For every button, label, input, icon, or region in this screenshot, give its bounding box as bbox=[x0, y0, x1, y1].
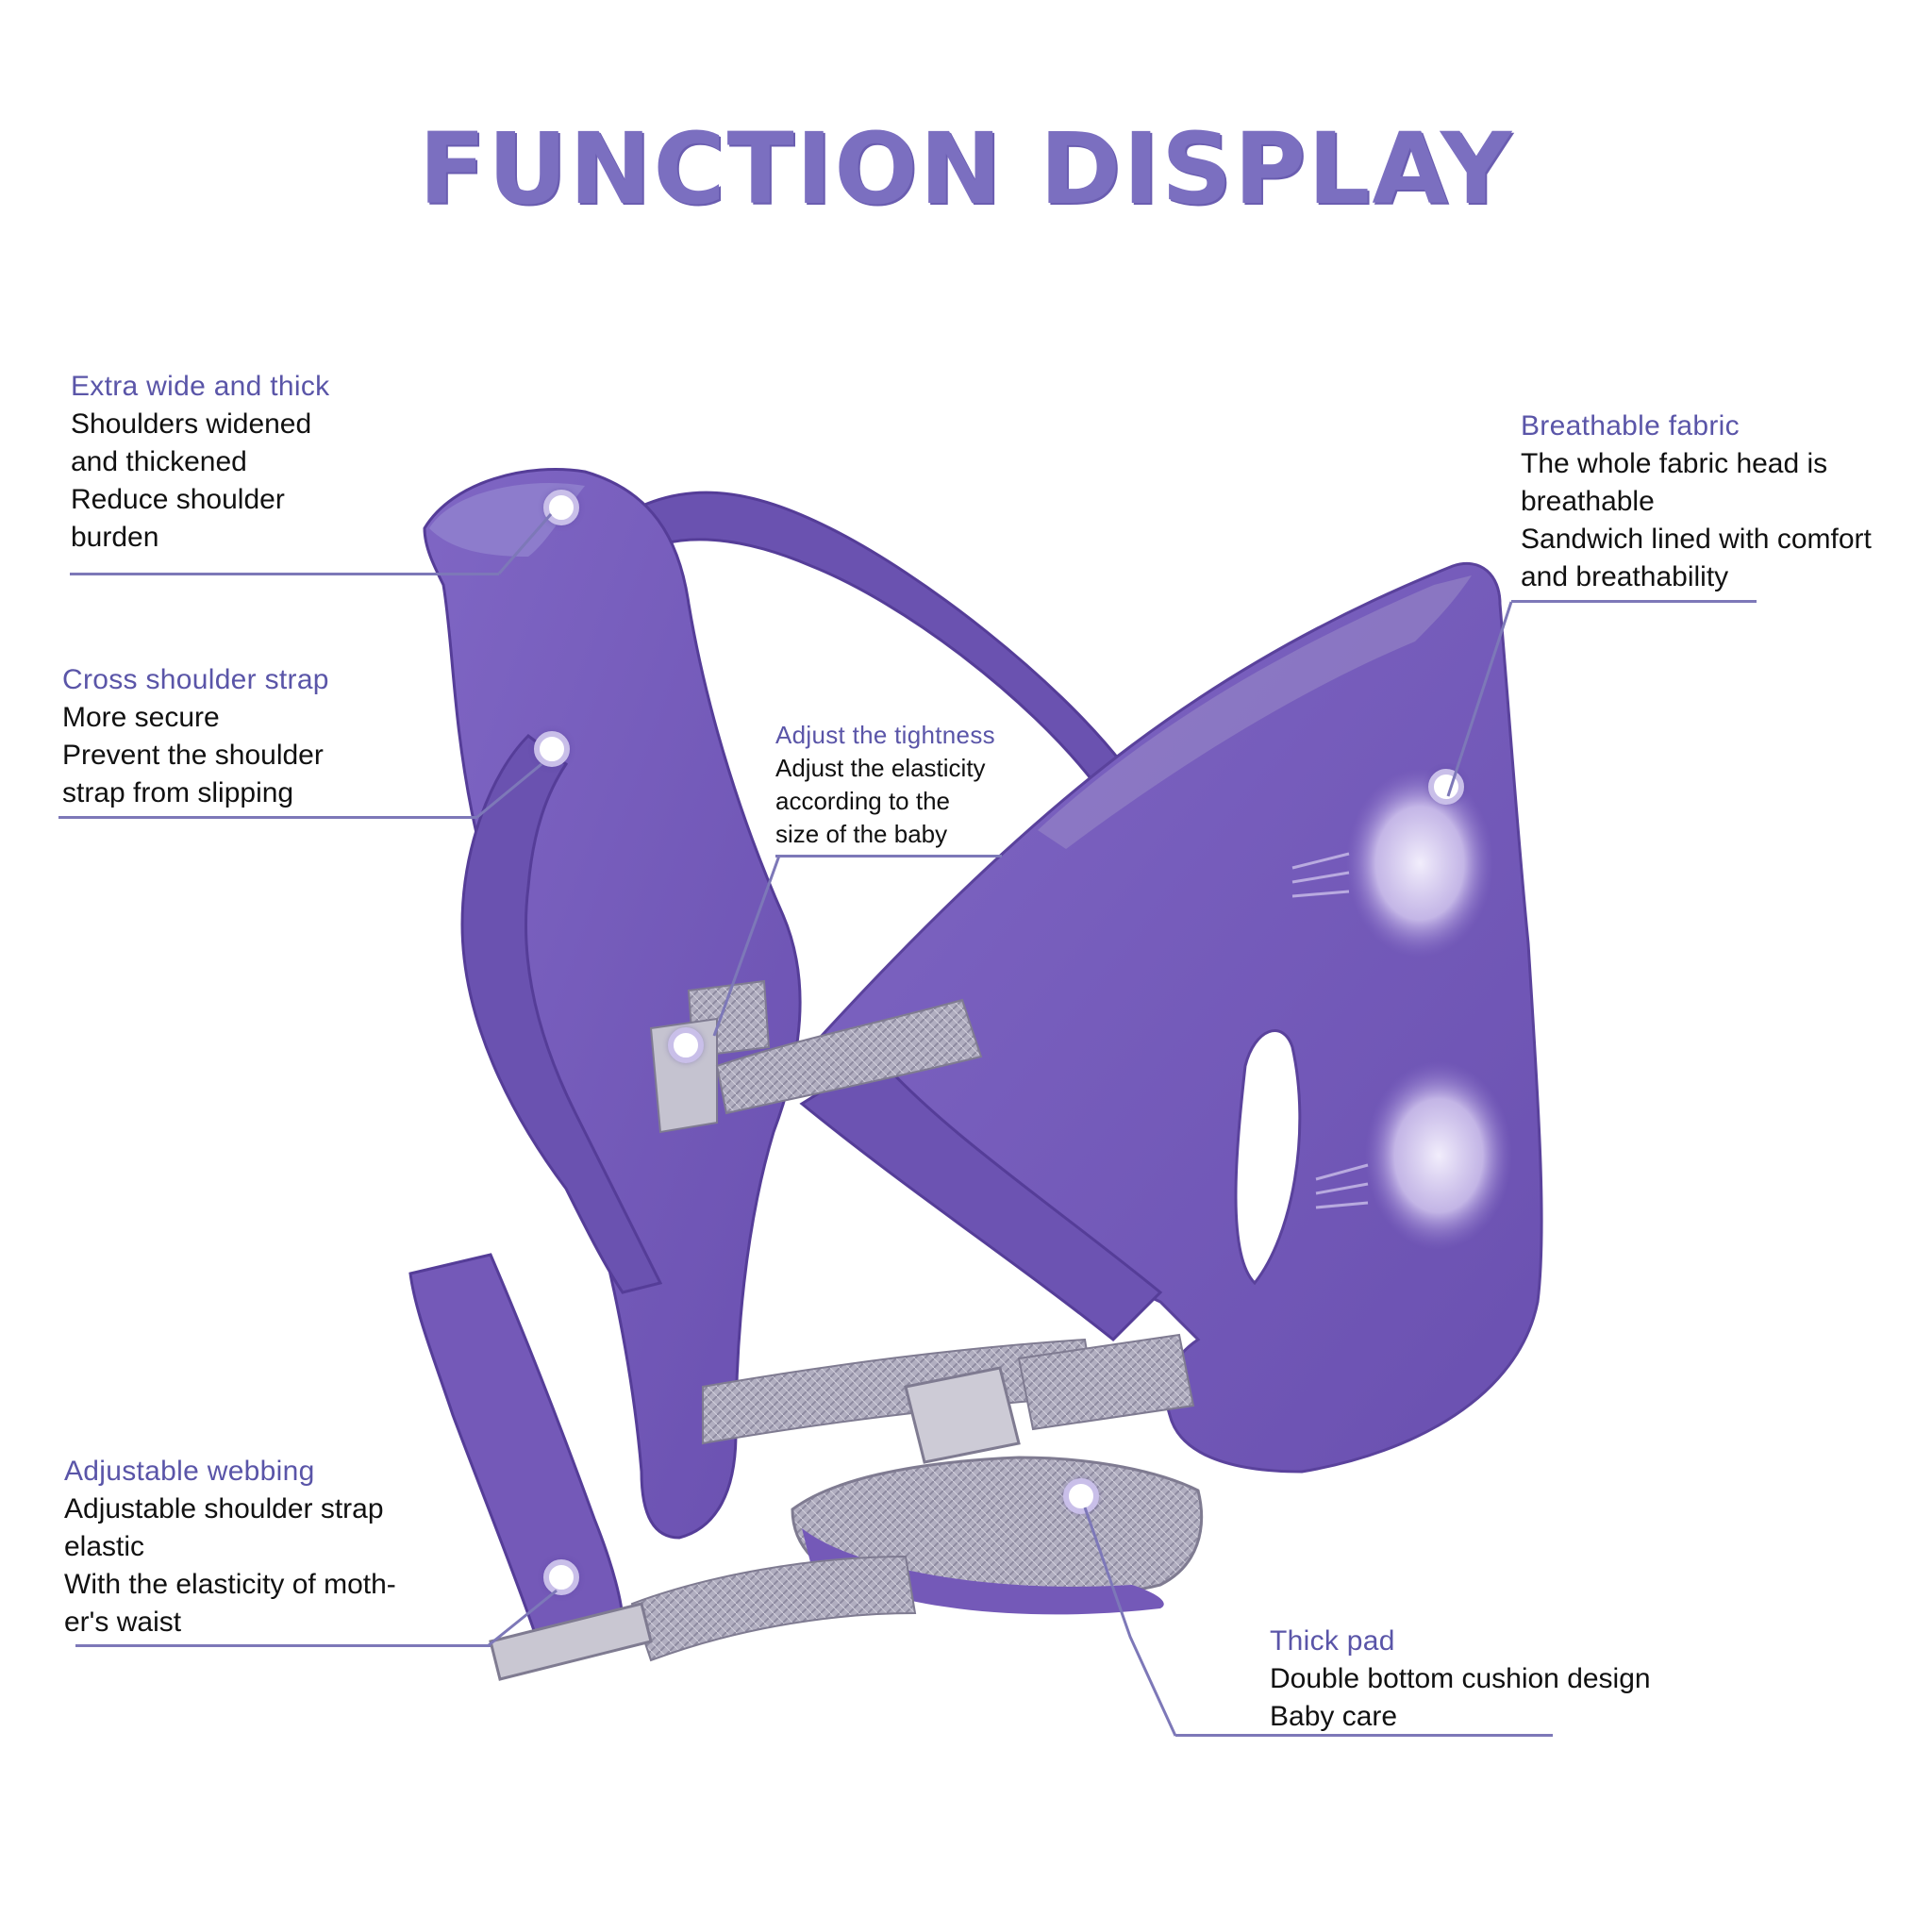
hotspot-shoulder[interactable] bbox=[543, 490, 579, 525]
callout-line: breathable bbox=[1521, 486, 1655, 517]
callout-line: and thickened bbox=[71, 446, 247, 477]
hotspot-cross-strap[interactable] bbox=[534, 731, 570, 767]
callout-line: er's waist bbox=[64, 1607, 182, 1638]
adjuster-buckle bbox=[489, 1602, 653, 1681]
waist-buckle bbox=[904, 1366, 1021, 1464]
hotspot-tightness[interactable] bbox=[668, 1027, 704, 1063]
callout-heading: Extra wide and thick bbox=[71, 371, 330, 402]
callout-line: Reduce shoulder bbox=[71, 484, 285, 515]
callout-line: strap from slipping bbox=[62, 777, 294, 808]
callout-heading: Thick pad bbox=[1270, 1625, 1395, 1657]
callout-line: and breathability bbox=[1521, 561, 1729, 592]
hotspot-webbing[interactable] bbox=[543, 1559, 579, 1595]
leader-line-webbing bbox=[75, 1644, 491, 1647]
callout-line: size of the baby bbox=[775, 820, 948, 848]
callout-webbing: Adjustable webbing Adjustable shoulder s… bbox=[64, 1453, 396, 1641]
callout-shoulder: Extra wide and thick Shoulders widened a… bbox=[71, 368, 329, 557]
callout-pad: Thick pad Double bottom cushion design B… bbox=[1270, 1623, 1651, 1736]
callout-line: More secure bbox=[62, 702, 220, 733]
callout-heading: Cross shoulder strap bbox=[62, 664, 329, 695]
callout-line: Adjustable shoulder strap bbox=[64, 1493, 384, 1524]
leader-line-fabric bbox=[1511, 600, 1757, 603]
hotspot-fabric[interactable] bbox=[1428, 769, 1464, 805]
callout-line: Adjust the elasticity bbox=[775, 754, 986, 782]
callout-line: The whole fabric head is bbox=[1521, 448, 1828, 479]
leader-line-tightness bbox=[775, 855, 1002, 858]
page-title: FUNCTION DISPLAY bbox=[418, 111, 1514, 226]
callout-line: Double bottom cushion design bbox=[1270, 1663, 1651, 1694]
leader-line-pad bbox=[1175, 1734, 1553, 1737]
cross-strap bbox=[799, 1055, 1163, 1342]
callout-line: Prevent the shoulder bbox=[62, 740, 324, 771]
callout-line: Sandwich lined with comfort bbox=[1521, 524, 1872, 555]
callout-fabric: Breathable fabric The whole fabric head … bbox=[1521, 408, 1872, 596]
callout-line: according to the bbox=[775, 787, 951, 815]
hotspot-pad[interactable] bbox=[1063, 1478, 1099, 1514]
leader-line-shoulder bbox=[70, 573, 499, 575]
loop-strap bbox=[460, 734, 663, 1294]
leg-opening bbox=[1234, 1029, 1302, 1286]
callout-line: Baby care bbox=[1270, 1701, 1398, 1732]
callout-heading: Adjust the tightness bbox=[775, 721, 995, 749]
callout-line: burden bbox=[71, 522, 159, 553]
leader-line-cross-strap bbox=[58, 816, 477, 819]
callout-heading: Breathable fabric bbox=[1521, 410, 1740, 441]
callout-line: With the elasticity of moth- bbox=[64, 1569, 396, 1600]
callout-tightness: Adjust the tightness Adjust the elastici… bbox=[775, 719, 995, 851]
callout-cross-strap: Cross shoulder strap More secure Prevent… bbox=[62, 661, 329, 812]
callout-line: Shoulders widened bbox=[71, 408, 312, 440]
callout-line: elastic bbox=[64, 1531, 145, 1562]
callout-heading: Adjustable webbing bbox=[64, 1456, 315, 1487]
